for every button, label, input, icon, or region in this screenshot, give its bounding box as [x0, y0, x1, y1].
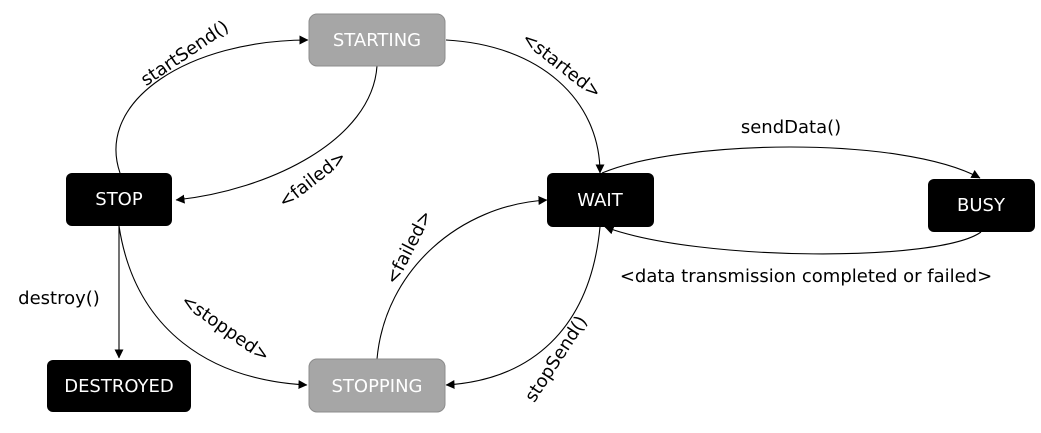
label-started: <started> — [518, 28, 605, 103]
edge-stop-to-starting — [115, 35, 309, 174]
state-busy-label: BUSY — [957, 195, 1006, 216]
edge-busy-to-wait — [604, 225, 982, 255]
state-destroyed-box — [47, 360, 191, 412]
edge-wait-to-busy — [601, 146, 981, 179]
label-data-done: <data transmission completed or failed> — [620, 266, 992, 287]
state-destroyed: DESTROYED — [47, 360, 191, 412]
label-send-data: sendData() — [741, 117, 841, 138]
label-destroy: destroy() — [18, 288, 100, 309]
edge-starting-to-stop-failed — [175, 65, 378, 204]
edge-wait-to-stopping — [445, 226, 601, 389]
edge-starting-to-wait — [445, 39, 605, 174]
label-stopped: <stopped> — [177, 290, 273, 366]
state-busy: BUSY — [928, 179, 1035, 232]
edge-stop-to-stopping — [118, 225, 308, 390]
state-starting-label: STARTING — [333, 30, 421, 51]
state-wait: WAIT — [547, 173, 654, 227]
label-failed-stop: <failed> — [382, 207, 437, 288]
state-starting-box — [308, 13, 446, 67]
state-stopping-label: STOPPING — [331, 376, 422, 397]
label-failed-start: <failed> — [275, 147, 351, 213]
state-stopping-box — [308, 358, 446, 413]
label-start-send: startSend() — [137, 16, 233, 90]
state-wait-label: WAIT — [577, 190, 623, 211]
state-stop-label: STOP — [95, 189, 143, 210]
state-stopping: STOPPING — [308, 358, 446, 413]
state-stop: STOP — [66, 173, 172, 226]
state-starting: STARTING — [308, 13, 446, 67]
transition-edges — [114, 35, 982, 390]
state-wait-box — [547, 173, 654, 227]
edge-stopping-to-wait-failed — [376, 196, 548, 360]
state-stop-box — [66, 173, 172, 226]
state-busy-box — [928, 179, 1035, 232]
state-destroyed-label: DESTROYED — [64, 376, 174, 397]
